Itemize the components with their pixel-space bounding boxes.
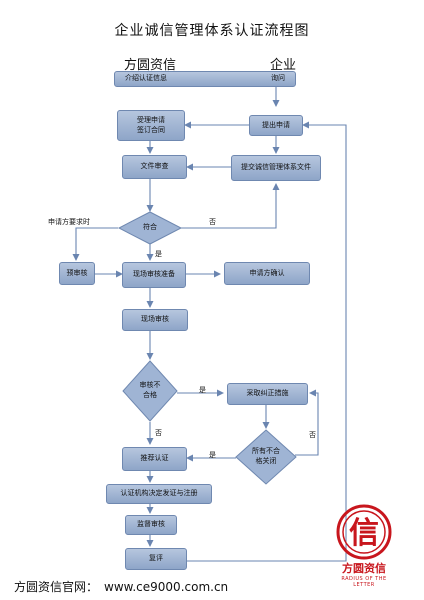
edge-label-yes-allclosed: 是 (209, 451, 216, 459)
footer-label: 方圆资信官网： (14, 580, 99, 594)
box-document-review: 文件审查 (122, 155, 187, 179)
box-applicant-confirm: 申请方确认 (224, 262, 310, 285)
decision-allclosed-shape (235, 429, 297, 485)
box-re-evaluation: 复评 (125, 548, 187, 570)
edge-label-applicant-requires: 申请方要求时 (48, 218, 90, 226)
box-site-audit-prep: 现场审核准备 (122, 262, 186, 288)
edge-label-no-conform: 否 (209, 218, 216, 226)
logo-char: 信 (349, 516, 379, 551)
edge-label-yes-conform: 是 (155, 250, 162, 258)
decision-nonconform-shape (122, 360, 178, 422)
edge-review-loop (187, 121, 347, 562)
box-submit-application: 提出申请 (249, 115, 303, 136)
box-pre-audit: 预审核 (59, 262, 95, 285)
decision-nonconform-label: 审核不 合格 (139, 381, 161, 399)
box-supervision-audit: 监督审核 (125, 515, 177, 535)
heading-left: 方圆资信 (124, 58, 177, 73)
box-site-audit: 现场审核 (122, 309, 188, 331)
banner-left-label: 介绍认证信息 (125, 74, 167, 83)
edge-conform-no (180, 183, 280, 229)
heading-right: 企业 (270, 58, 297, 73)
footer: 方圆资信官网： www.ce9000.com.cn (14, 578, 228, 595)
box-corrective-action: 采取纠正措施 (227, 383, 308, 405)
logo-tagline: RADIUS OF THE LETTER (341, 576, 387, 588)
box-recommend-cert: 推荐认证 (122, 447, 187, 471)
edge-label-yes-nonconform: 是 (199, 386, 206, 394)
edge-label-no-nonconform: 否 (155, 429, 162, 437)
decision-conform-shape (117, 211, 183, 245)
decision-conform-label: 符合 (143, 223, 157, 232)
edge-conform-preaudit (72, 227, 118, 261)
box-accept-application: 受理申请 签订合同 (117, 110, 185, 141)
edge-label-no-allclosed: 否 (309, 431, 316, 439)
logo-name: 方圆资信 (342, 561, 386, 575)
company-logo: 信 方圆资信 (336, 504, 392, 575)
page-title: 企业诚信管理体系认证流程图 (114, 23, 310, 39)
box-cert-decision: 认证机构决定发证与注册 (106, 484, 212, 504)
decision-allclosed-label: 所有不合 格关闭 (252, 447, 280, 465)
banner-bar: 介绍认证信息 询问 (114, 71, 296, 87)
footer-url[interactable]: www.ce9000.com.cn (104, 580, 229, 594)
box-submit-documents: 提交诚信管理体系文件 (231, 155, 321, 181)
edge-allclosed-no (295, 389, 319, 456)
banner-right-label: 询问 (271, 74, 285, 83)
